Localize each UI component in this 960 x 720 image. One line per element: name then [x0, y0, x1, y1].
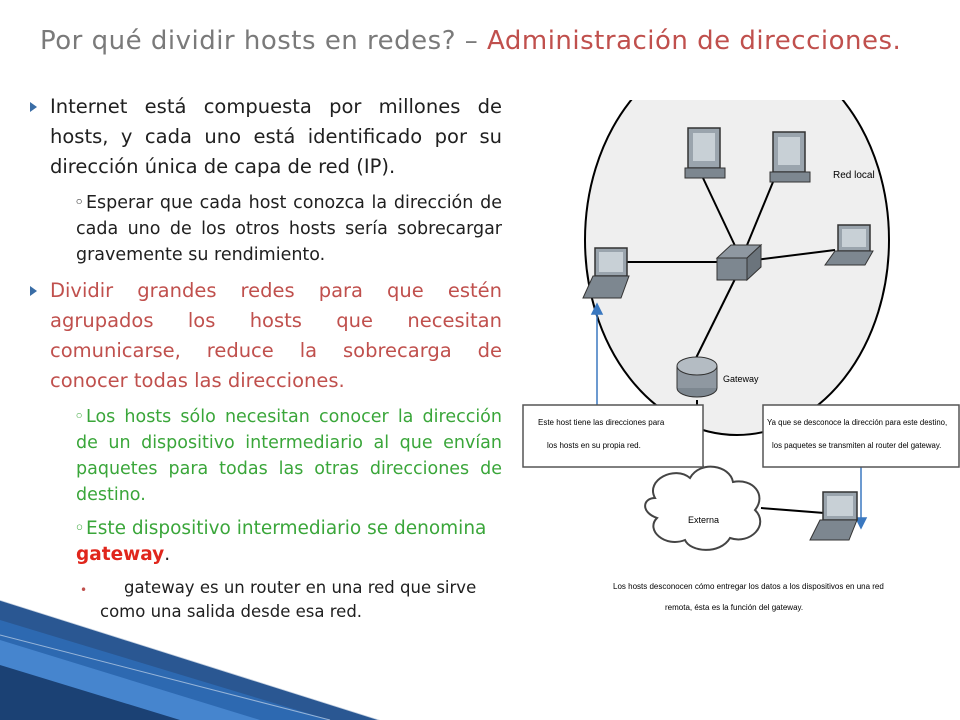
box-right-line1: Ya que se desconoce la dirección para es…	[767, 418, 947, 427]
sub-sub-bullet-router: • gateway es un router en una red que si…	[30, 576, 502, 624]
bullet-internet-text: Internet está compuesta por millones de …	[50, 95, 502, 178]
sub-bullet-hosts: ◦ Los hosts sólo necesitan conocer la di…	[30, 404, 502, 508]
sub-bullet-marker-icon: ◦	[74, 407, 85, 427]
network-diagram: Red local Gateway Externa Este host tien…	[522, 100, 960, 612]
bullet-dividir: Dividir grandes redes para que estén agr…	[30, 276, 502, 396]
slide-title: Por qué dividir hosts en redes? – Admini…	[40, 26, 940, 56]
sub-sub-bullet-marker-icon: •	[80, 583, 88, 597]
laptop-icon	[809, 491, 858, 541]
label-red-local: Red local	[833, 170, 875, 181]
router-icon	[676, 356, 718, 398]
decorative-wedge	[0, 599, 381, 720]
sub-bullet-esperar: ◦ Esperar que cada host conozca la direc…	[30, 190, 502, 268]
box-left-line2: los hosts en su propia red.	[547, 441, 641, 450]
sub-bullet-marker-icon: ◦	[74, 518, 85, 539]
sub-sub-bullet-router-text: gateway es un router en una red que sirv…	[100, 578, 477, 621]
sub-bullet-gateway-suffix: .	[164, 544, 171, 565]
sub-bullet-gateway-prefix: Este dispositivo intermediario se denomi…	[86, 518, 487, 539]
bullet-dividir-text: Dividir grandes redes para que estén agr…	[50, 279, 502, 392]
info-box-right	[762, 404, 960, 468]
sub-bullet-hosts-text: Los hosts sólo necesitan conocer la dire…	[76, 407, 502, 505]
laptop-icon	[582, 247, 630, 299]
label-gateway: Gateway	[723, 374, 759, 384]
caption-line1: Los hosts desconocen cómo entregar los d…	[613, 582, 884, 591]
desktop-pc-icon	[684, 127, 726, 179]
bullet-arrow-icon	[30, 286, 37, 296]
info-box-left	[522, 404, 704, 468]
sub-bullet-esperar-text: Esperar que cada host conozca la direcci…	[76, 193, 502, 265]
title-part-2: Administración de direcciones.	[487, 26, 902, 56]
title-part-1: Por qué dividir hosts en redes? –	[40, 26, 488, 56]
bullet-internet: Internet está compuesta por millones de …	[30, 92, 502, 182]
caption-line2: remota, ésta es la función del gateway.	[665, 603, 803, 612]
cloud-icon	[644, 465, 762, 551]
laptop-icon	[824, 224, 874, 266]
slide-body: Internet está compuesta por millones de …	[30, 92, 502, 624]
sub-bullet-gateway: ◦ Este dispositivo intermediario se deno…	[30, 516, 502, 568]
box-right-line2: los paquetes se transmiten al router del…	[772, 441, 941, 450]
desktop-pc-icon	[769, 131, 811, 183]
label-externa: Externa	[688, 515, 719, 525]
gateway-keyword: gateway	[76, 544, 165, 565]
box-left-line1: Este host tiene las direcciones para	[538, 418, 665, 427]
switch-icon	[715, 243, 763, 282]
sub-bullet-marker-icon: ◦	[74, 193, 85, 213]
bullet-arrow-icon	[30, 102, 37, 112]
